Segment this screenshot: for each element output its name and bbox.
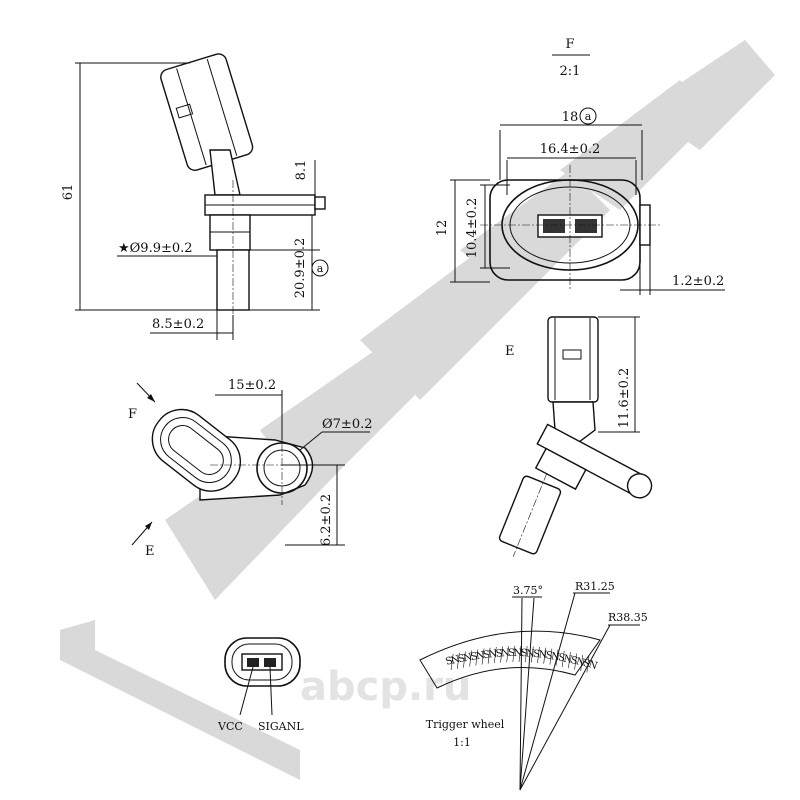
view-arrow-f: F bbox=[128, 407, 137, 422]
trigger-wheel-pole-divider bbox=[549, 648, 553, 665]
dim-tab-thickness: 1.2±0.2 bbox=[672, 274, 724, 289]
detail-f: F 2:1 18 a 16.4±0.2 12 10.4±0.2 bbox=[435, 37, 725, 295]
trigger-wheel-pole-divider bbox=[494, 646, 497, 664]
connector-head bbox=[160, 53, 254, 171]
watermark-chevron bbox=[60, 650, 300, 780]
dim-hole-dia: Ø7±0.2 bbox=[322, 417, 373, 432]
detail-f-scale: 2:1 bbox=[560, 64, 581, 79]
trigger-wheel-pole-divider bbox=[506, 646, 509, 663]
watermark-chevron-tip bbox=[60, 620, 95, 660]
trigger-wheel-caption: Trigger wheel bbox=[426, 718, 505, 731]
inner-radius: R31.25 bbox=[575, 580, 615, 593]
dim-probe-length: 20.9±0.2 bbox=[293, 238, 308, 299]
trigger-wheel-pole: S bbox=[569, 655, 578, 667]
pin-vcc-label: VCC bbox=[217, 720, 243, 733]
trigger-wheel-pole: N bbox=[587, 659, 599, 672]
trigger-wheel-pole-divider bbox=[457, 652, 460, 669]
trigger-wheel-pole-divider bbox=[512, 645, 516, 662]
watermark-letter-n1 bbox=[360, 250, 520, 400]
trigger-wheel-pole: S bbox=[470, 651, 479, 663]
pole-angle: 3.75° bbox=[513, 584, 543, 597]
trigger-wheel-pole: S bbox=[457, 653, 467, 665]
trigger-wheel-pole-divider bbox=[568, 652, 571, 669]
connector-pin-signal bbox=[264, 658, 276, 667]
trigger-wheel-pole-divider bbox=[500, 646, 503, 663]
dim-offset: 6.2±0.2 bbox=[319, 494, 334, 546]
ref-mark-circle bbox=[311, 259, 329, 277]
dim-width-outer-ref: a bbox=[585, 110, 592, 123]
trigger-wheel-pole: S bbox=[521, 648, 528, 659]
dim-clip-height: 8.1 bbox=[294, 160, 309, 181]
trigger-wheel-pole: S bbox=[508, 648, 515, 659]
side-view-e: E 11.6±0.2 bbox=[498, 316, 653, 557]
trigger-wheel-pole-divider bbox=[469, 650, 472, 667]
trigger-wheel-pole: N bbox=[575, 656, 587, 669]
connector-latch bbox=[175, 103, 194, 119]
pin-signal-label: SIGANL bbox=[258, 720, 304, 733]
ref-mark: a bbox=[317, 262, 324, 275]
watermark: abcp.ru bbox=[60, 40, 775, 780]
trigger-wheel-pole-divider bbox=[463, 651, 466, 668]
dim-61: 61 bbox=[61, 184, 76, 201]
detail-f-pin-1 bbox=[543, 219, 565, 233]
trigger-wheel-pole-divider bbox=[561, 650, 565, 667]
trigger-wheel-scale: 1:1 bbox=[453, 736, 471, 749]
trigger-wheel-pole-divider bbox=[481, 648, 485, 665]
trigger-wheel-pole: S bbox=[482, 649, 491, 661]
trigger-wheel-pole: S bbox=[533, 649, 541, 660]
plan-view: F E 15±0.2 Ø7±0.2 6.2±0.2 bbox=[128, 378, 373, 559]
trigger-wheel-pole: S bbox=[444, 655, 454, 668]
trigger-wheel-pole: N bbox=[501, 648, 511, 660]
trigger-wheel-pole: N bbox=[538, 649, 548, 661]
dim-side-height: 11.6±0.2 bbox=[617, 368, 632, 429]
dim-center-distance: 15±0.2 bbox=[228, 378, 276, 393]
connector-face-outer bbox=[224, 637, 301, 687]
trigger-wheel-pole: S bbox=[582, 658, 592, 671]
view-arrow-e: E bbox=[145, 544, 155, 559]
trigger-wheel-pole-divider bbox=[580, 654, 583, 672]
trigger-wheel-segment bbox=[419, 630, 601, 689]
trigger-wheel-pole: S bbox=[545, 650, 553, 662]
trigger-wheel-pole-divider bbox=[524, 646, 528, 663]
trigger-wheel-pole-divider bbox=[531, 646, 534, 663]
watermark-letter-k bbox=[640, 40, 775, 150]
side-view-label: E bbox=[505, 344, 515, 359]
trigger-wheel-pole: N bbox=[526, 648, 535, 659]
trigger-wheel-pole: S bbox=[557, 652, 566, 664]
trigger-wheel-pole: N bbox=[550, 651, 561, 663]
dim-probe-dia: ★Ø9.9±0.2 bbox=[118, 241, 193, 256]
watermark-site: abcp.ru bbox=[300, 664, 471, 710]
trigger-wheel-pole: N bbox=[475, 650, 486, 662]
dim-height-outer: 12 bbox=[435, 220, 450, 237]
connector-pin-vcc bbox=[247, 658, 259, 667]
dim-width-outer: 18 bbox=[562, 110, 579, 125]
trigger-wheel-pole: N bbox=[562, 653, 573, 666]
detail-f-pin-2 bbox=[575, 219, 597, 233]
top-left-view: 61 8.1 20.9±0.2 a ★Ø9.9±0.2 8.5±0.2 bbox=[61, 53, 329, 340]
trigger-wheel-pole: N bbox=[513, 648, 522, 659]
trigger-wheel-pole: N bbox=[488, 648, 498, 660]
dim-probe-offset: 8.5±0.2 bbox=[152, 317, 204, 332]
trigger-wheel-pole-divider bbox=[537, 646, 540, 664]
trigger-wheel-pole: S bbox=[495, 648, 503, 660]
trigger-wheel-pole-divider bbox=[543, 647, 546, 664]
trigger-wheel-pole-divider bbox=[475, 649, 479, 666]
trigger-wheel-pole-divider bbox=[518, 645, 522, 662]
dim-height-inner: 10.4±0.2 bbox=[465, 198, 480, 259]
outer-radius: R38.35 bbox=[608, 611, 648, 624]
dim-width-inner: 16.4±0.2 bbox=[540, 142, 601, 157]
trigger-wheel-pole: N bbox=[462, 652, 473, 665]
trigger-wheel-pole-divider bbox=[574, 653, 577, 670]
trigger-wheel-pole-divider bbox=[487, 647, 491, 664]
detail-f-label: F bbox=[565, 37, 574, 52]
trigger-wheel-pole: N bbox=[450, 654, 462, 667]
connector-face: VCC SIGANL bbox=[217, 637, 304, 733]
trigger-wheel-pole-divider bbox=[450, 653, 454, 671]
